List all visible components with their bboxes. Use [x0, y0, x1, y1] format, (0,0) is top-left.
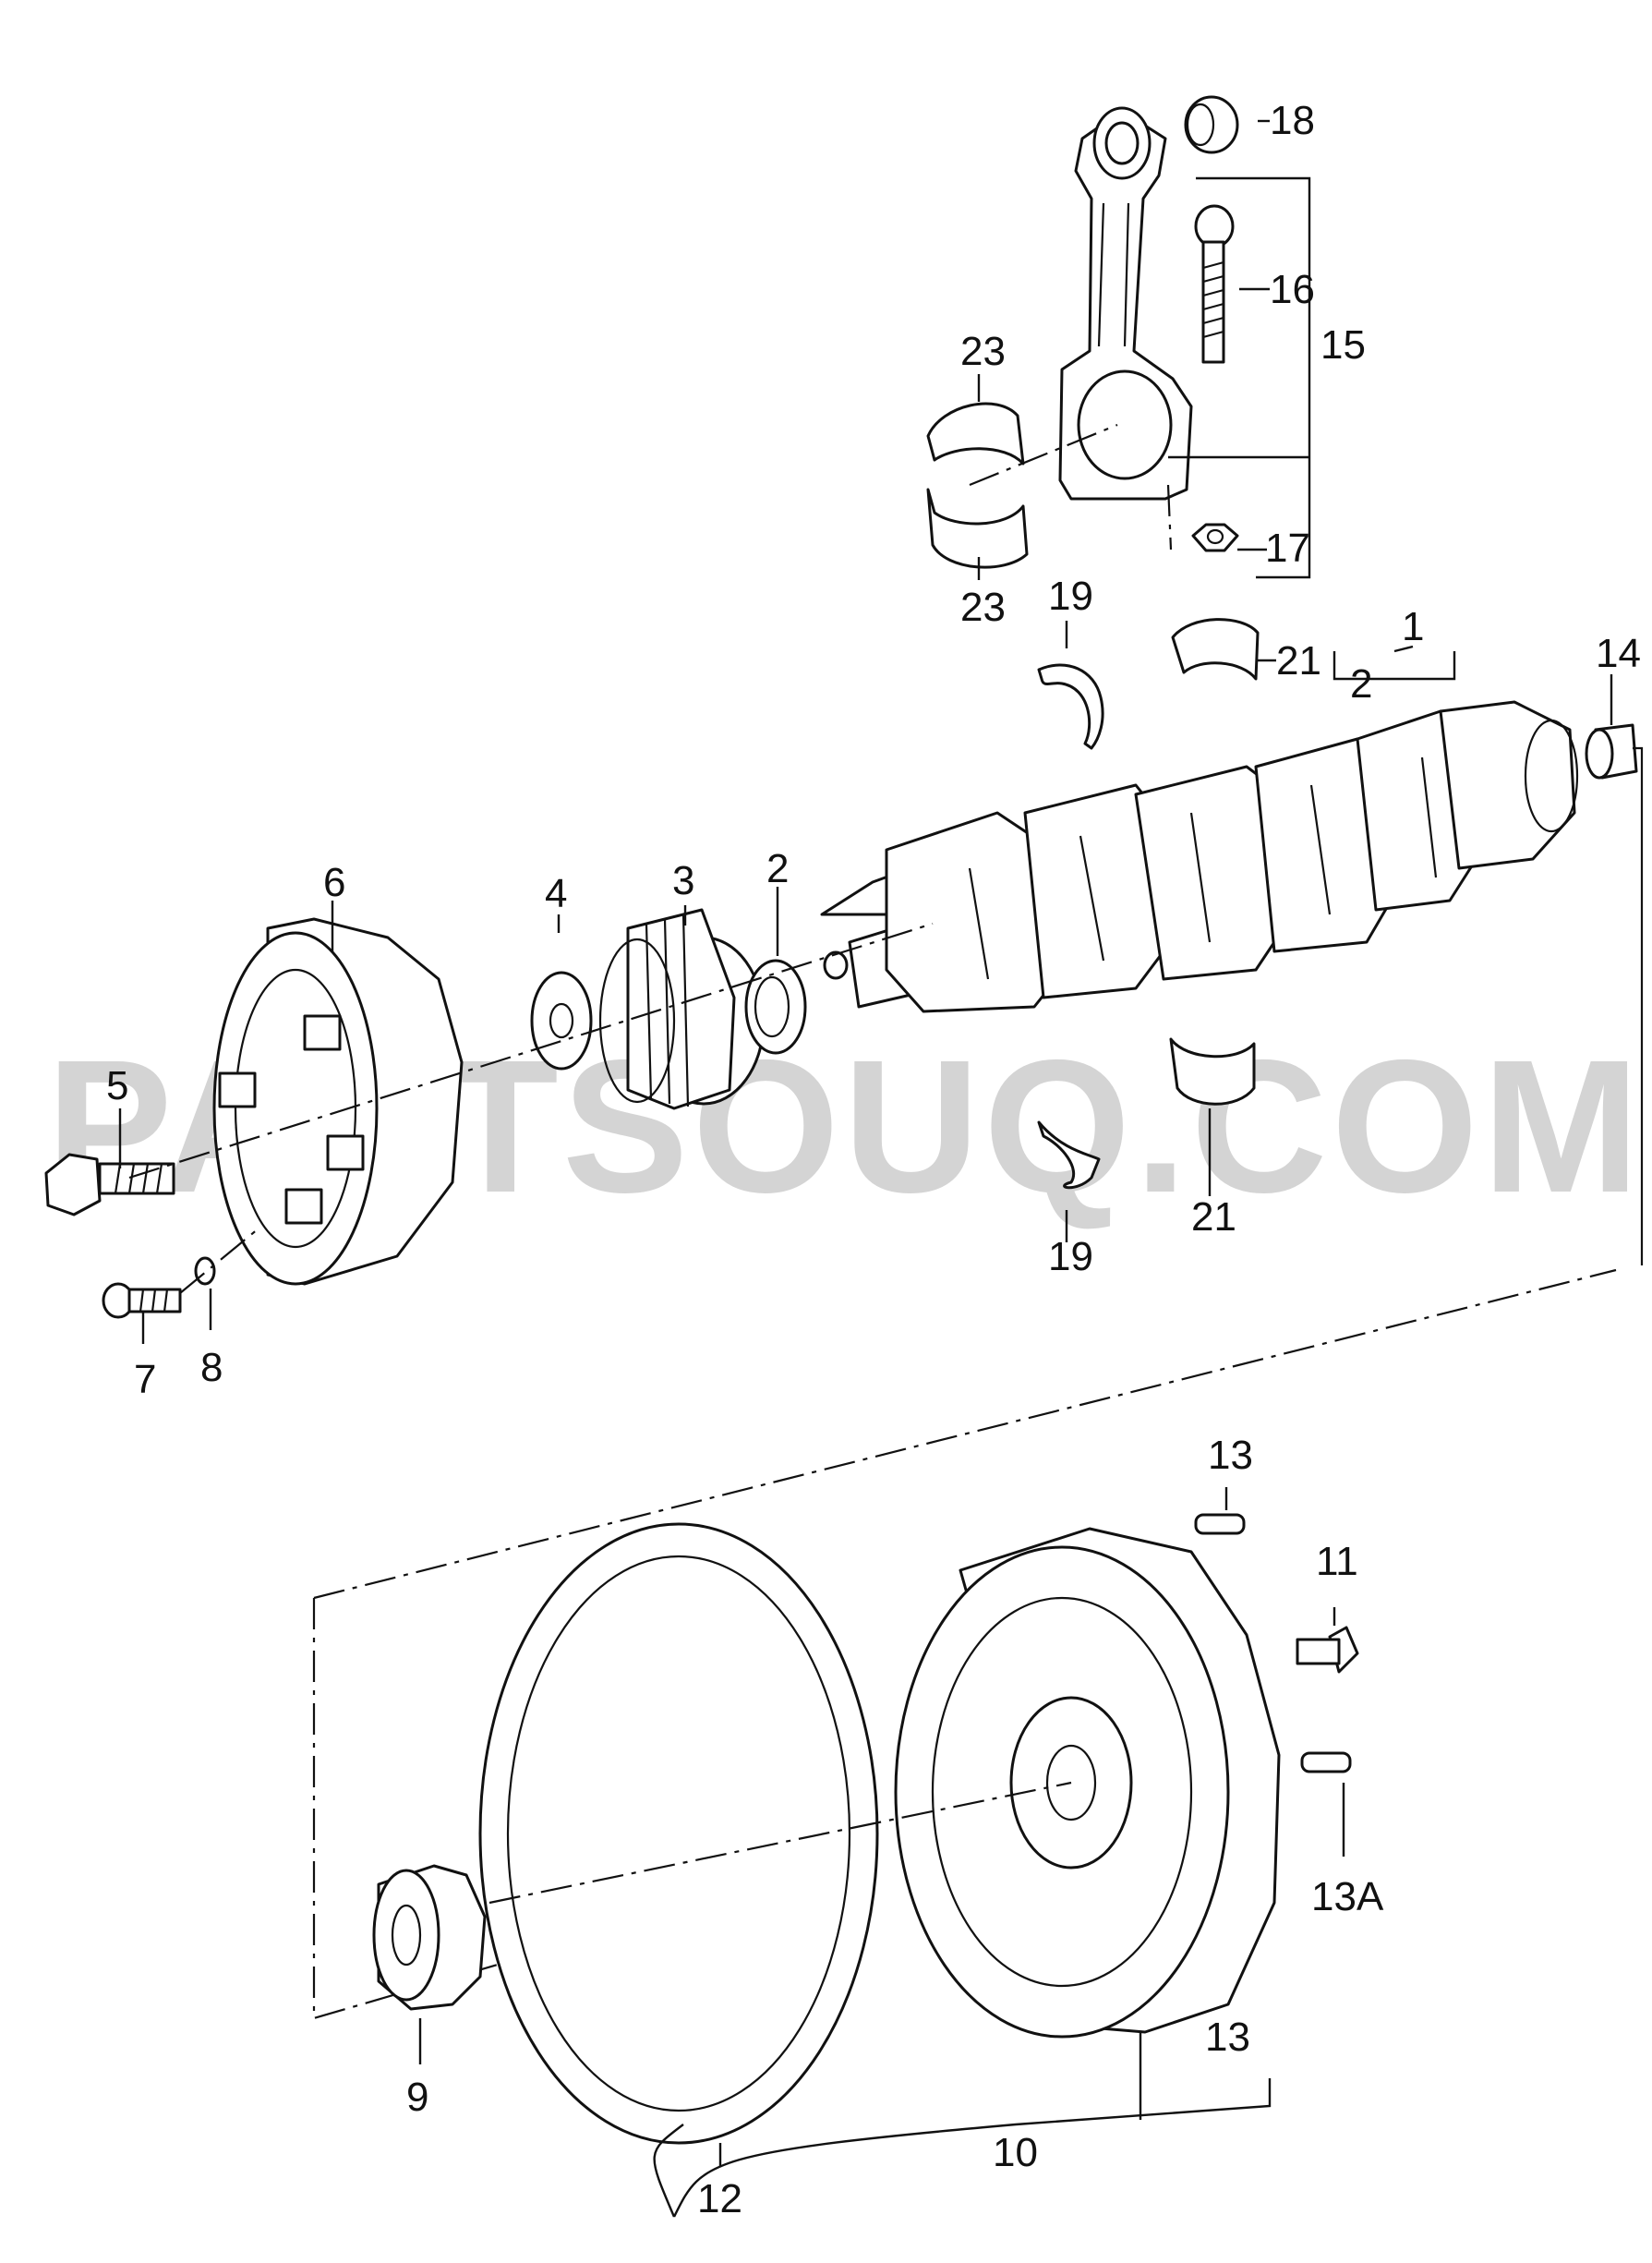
callout-19-upper: 19: [1048, 574, 1093, 619]
callout-13-pin: 13: [1208, 1433, 1253, 1478]
callout-8: 8: [200, 1345, 223, 1390]
callout-21-lower: 21: [1191, 1194, 1236, 1240]
callout-21-upper: 21: [1276, 638, 1321, 684]
rod-bearing-shell-upper[interactable]: [926, 402, 1025, 466]
thrust-washer-lower[interactable]: [1037, 1120, 1101, 1190]
callout-13-flywheel: 13: [1205, 2015, 1250, 2060]
callout-7: 7: [134, 1357, 156, 1402]
crankshaft[interactable]: [820, 700, 1579, 1013]
callout-19-lower: 19: [1048, 1234, 1093, 1279]
rod-bolt[interactable]: [1194, 204, 1235, 364]
starter-ring-gear[interactable]: [478, 1522, 879, 2145]
damper-bolt[interactable]: [44, 1153, 175, 1216]
callout-5: 5: [106, 1063, 128, 1108]
dowel-pin-upper[interactable]: [1194, 1513, 1246, 1535]
callout-2-crank: 2: [1350, 661, 1372, 707]
callout-18: 18: [1270, 98, 1315, 143]
seal-ring[interactable]: [372, 1864, 487, 2011]
timing-belt-sprocket[interactable]: [598, 908, 766, 1110]
socket-screw[interactable]: [102, 1282, 182, 1319]
leader-lines: [118, 119, 1613, 2218]
callout-6: 6: [323, 860, 345, 905]
key-ring[interactable]: [744, 959, 807, 1055]
callout-labels: 18 16 15 17 23 23 19 21 1 2 14 6 4 3 2 5…: [106, 98, 1641, 2221]
main-bearing-shell-lower[interactable]: [1169, 1037, 1256, 1106]
thrust-washer-upper[interactable]: [1037, 663, 1104, 750]
flywheel[interactable]: [894, 1527, 1281, 2039]
main-bearing-shell-upper[interactable]: [1171, 618, 1260, 681]
rod-bearing-shell-lower[interactable]: [926, 488, 1029, 569]
connecting-rod[interactable]: [1058, 106, 1193, 501]
callout-11: 11: [1316, 1539, 1358, 1584]
callout-10: 10: [993, 2130, 1038, 2175]
callout-23-lower: 23: [960, 585, 1006, 630]
callout-15: 15: [1320, 322, 1366, 368]
callout-23-upper: 23: [960, 329, 1006, 374]
callout-17: 17: [1265, 526, 1310, 571]
vibration-damper[interactable]: [212, 917, 464, 1286]
callout-3: 3: [672, 858, 694, 903]
pilot-bearing[interactable]: [1585, 723, 1638, 780]
callout-1: 1: [1402, 604, 1424, 649]
callout-9: 9: [406, 2075, 428, 2120]
rod-nut[interactable]: [1191, 523, 1239, 552]
callout-2-front: 2: [766, 846, 789, 891]
callout-12: 12: [697, 2176, 742, 2221]
callout-14: 14: [1596, 631, 1641, 676]
spring-washer[interactable]: [194, 1256, 216, 1286]
callout-13A: 13A: [1311, 1874, 1384, 1919]
small-end-bushing[interactable]: [1184, 95, 1239, 154]
thrust-washer-front[interactable]: [530, 971, 593, 1071]
callout-16: 16: [1270, 267, 1315, 312]
dowel-pin-lower[interactable]: [1300, 1751, 1352, 1773]
flywheel-bolt[interactable]: [1296, 1626, 1359, 1674]
callout-4: 4: [545, 871, 567, 916]
